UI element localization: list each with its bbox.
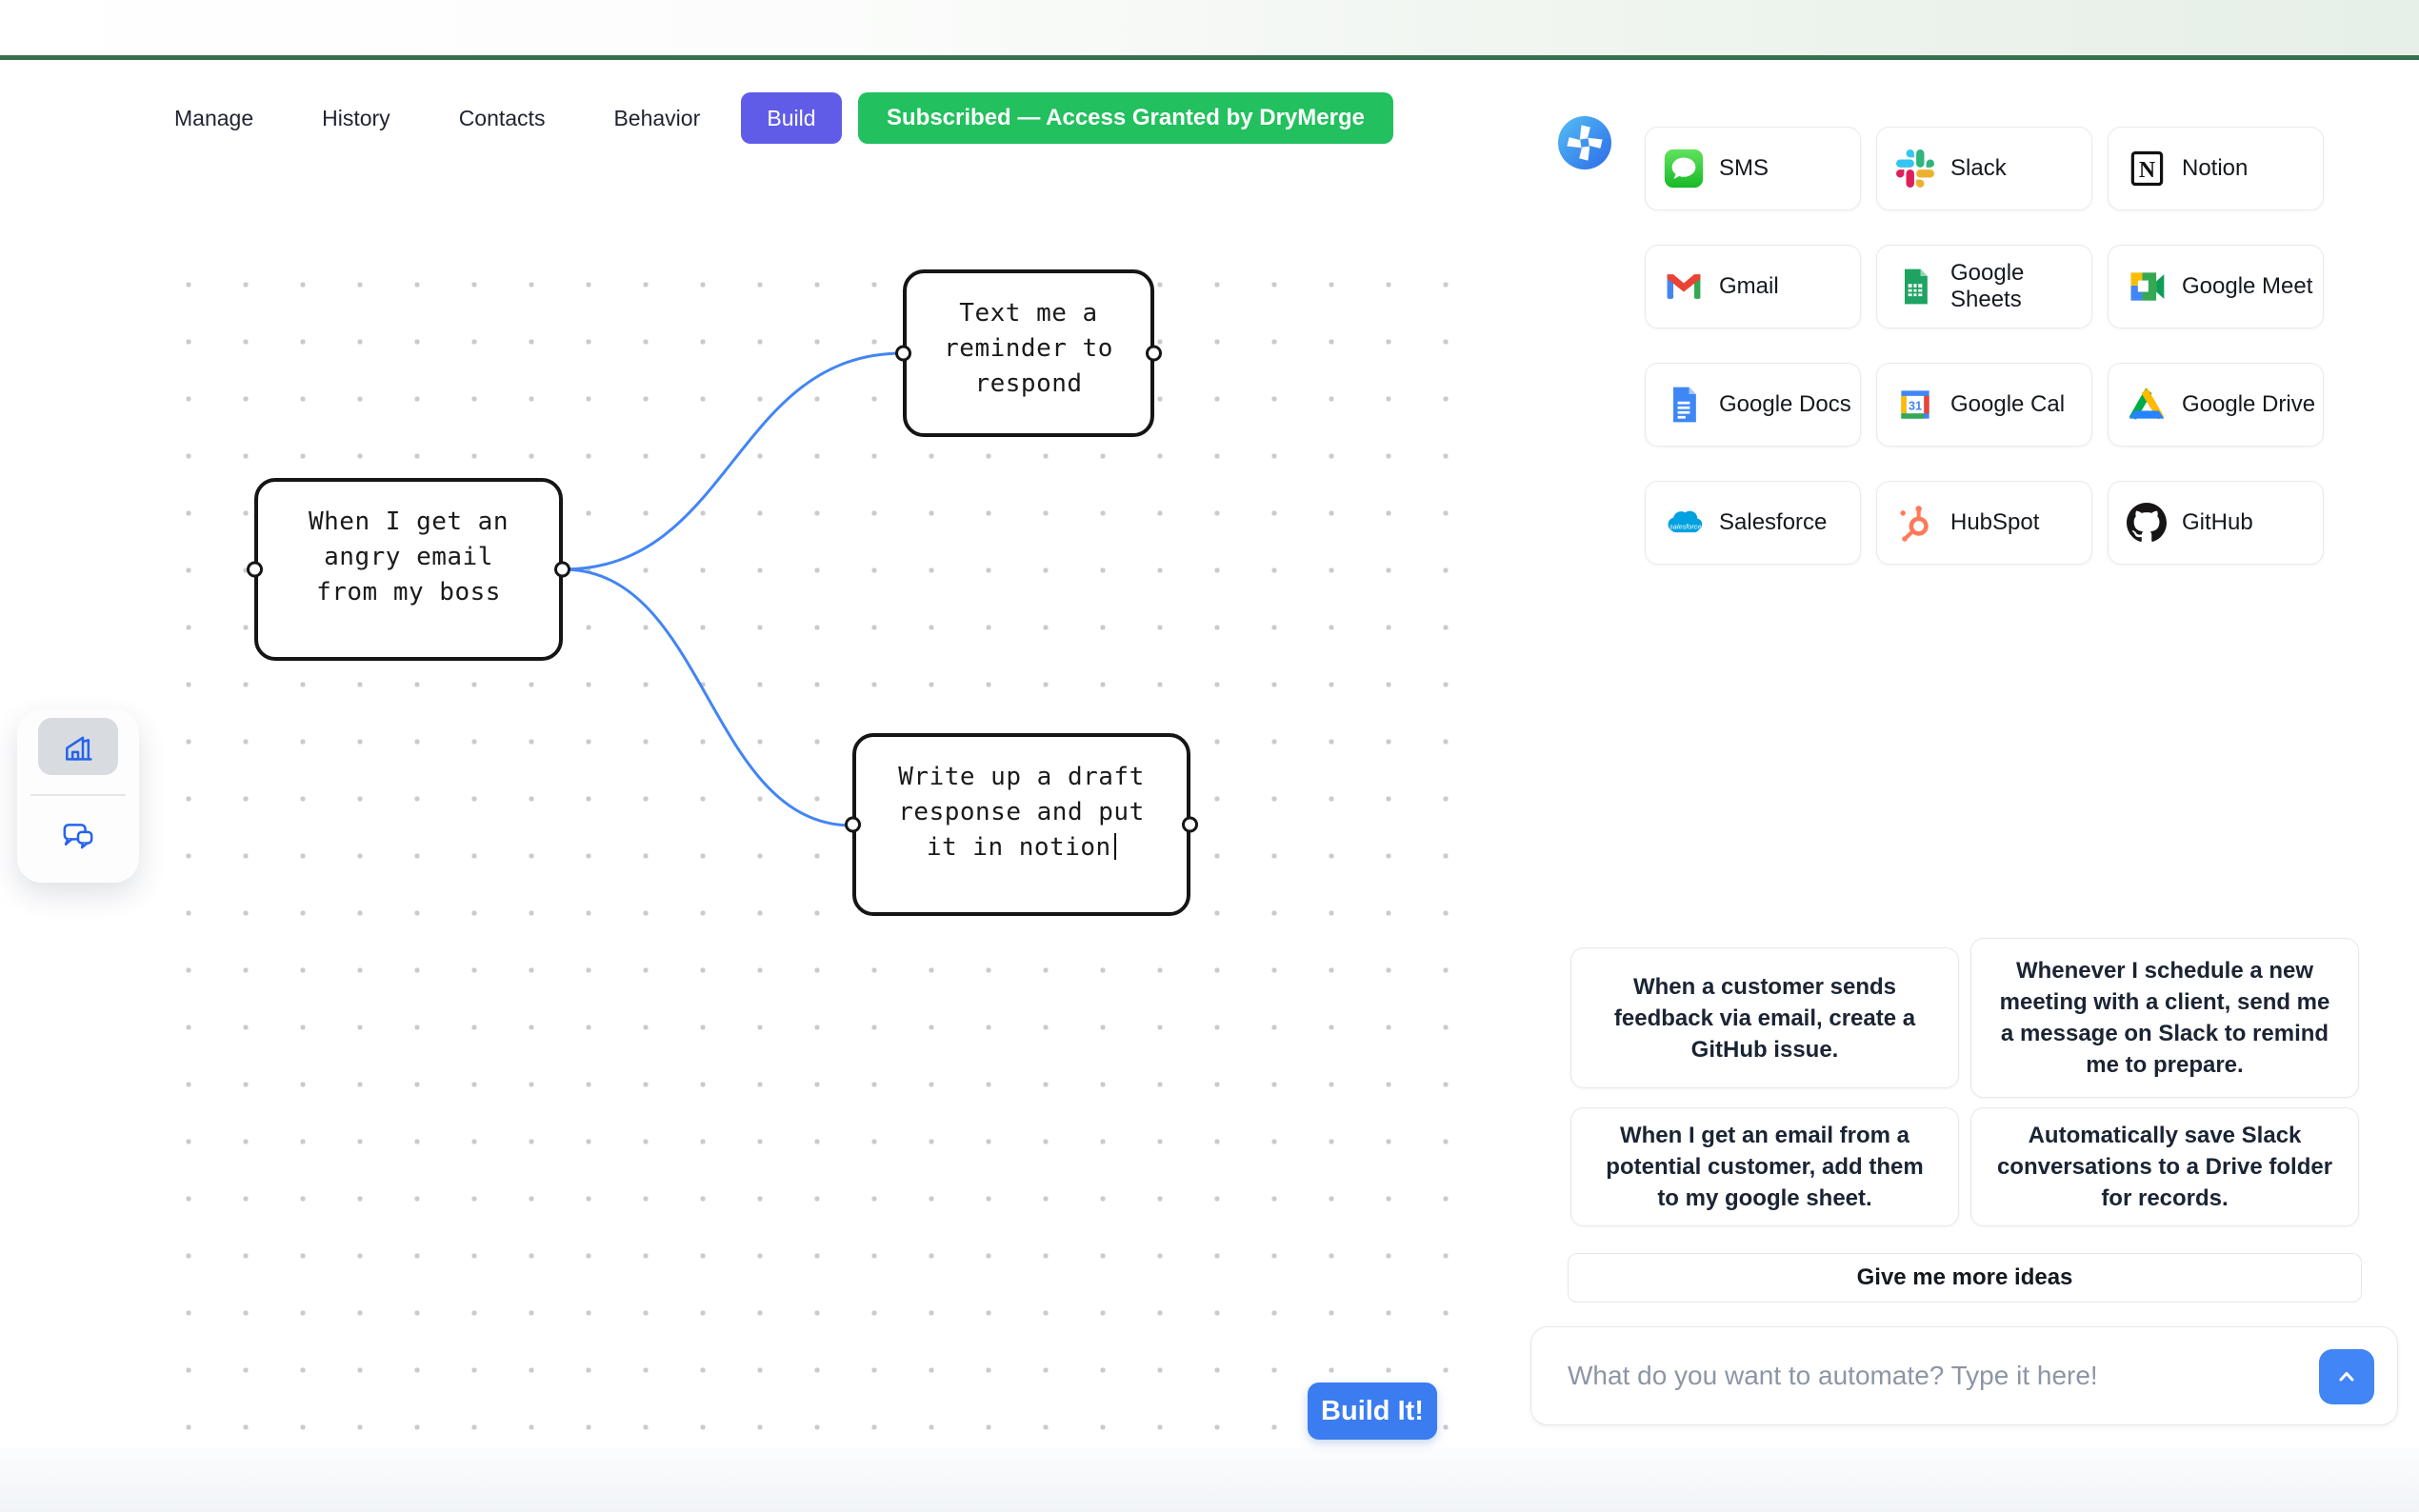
github-icon (2126, 502, 2168, 544)
top-gradient-band (0, 0, 2419, 60)
google-calendar-icon: 31 (1894, 384, 1936, 426)
building-icon (66, 736, 92, 761)
subscription-status-badge: Subscribed — Access Granted by DryMerge (858, 92, 1393, 144)
pinwheel-logo-icon (1558, 116, 1611, 169)
node-handle-right[interactable] (1146, 345, 1162, 362)
header-nav: Manage History Contacts Behavior (174, 92, 700, 144)
google-sheets-icon (1894, 266, 1936, 308)
integration-card-google-meet[interactable]: Google Meet (2108, 245, 2324, 328)
integration-label: Salesforce (1719, 509, 1828, 535)
integration-card-hubspot[interactable]: HubSpot (1876, 481, 2092, 565)
integration-card-google-drive[interactable]: Google Drive (2108, 363, 2324, 447)
svg-text:salesforce: salesforce (1669, 522, 1701, 530)
workflow-canvas[interactable]: When I get an angry email from my boss T… (147, 231, 1458, 1447)
sidebar-workflow-button[interactable] (38, 718, 118, 775)
node-text: angry email (324, 543, 493, 571)
integration-card-slack[interactable]: Slack (1876, 127, 2092, 210)
build-it-button[interactable]: Build It! (1308, 1383, 1437, 1440)
node-handle-right[interactable] (554, 561, 570, 578)
chat-bubbles-icon (63, 824, 93, 849)
suggestion-card[interactable]: Automatically save Slack conversations t… (1970, 1107, 2359, 1226)
tab-history[interactable]: History (322, 105, 390, 130)
svg-text:N: N (2139, 158, 2155, 183)
drymerge-logo (1558, 116, 1611, 169)
integration-card-sms[interactable]: SMS (1645, 127, 1861, 210)
suggestion-card[interactable]: Whenever I schedule a new meeting with a… (1970, 938, 2359, 1098)
workflow-edges (562, 351, 904, 827)
tab-manage[interactable]: Manage (174, 105, 254, 130)
more-ideas-button[interactable]: Give me more ideas (1568, 1253, 2362, 1303)
integration-card-salesforce[interactable]: salesforce Salesforce (1645, 481, 1861, 565)
integration-label: GitHub (2182, 509, 2253, 535)
integration-card-google-docs[interactable]: Google Docs (1645, 363, 1861, 447)
integration-card-github[interactable]: GitHub (2108, 481, 2324, 565)
text-cursor (1113, 833, 1117, 860)
google-meet-icon (2126, 266, 2168, 308)
notion-icon: N (2126, 148, 2168, 189)
node-handle-left[interactable] (845, 816, 861, 833)
integration-card-google-sheets[interactable]: Google Sheets (1876, 245, 2092, 328)
salesforce-icon: salesforce (1663, 502, 1705, 544)
svg-text:31: 31 (1909, 399, 1922, 413)
integration-label: SMS (1719, 155, 1769, 181)
sms-action-node[interactable]: Text me a reminder to respond (895, 269, 1162, 437)
bottom-strip (0, 1447, 2419, 1512)
node-text: reminder to (944, 334, 1113, 363)
node-text: from my boss (316, 578, 501, 607)
google-docs-icon (1663, 384, 1705, 426)
node-text: it in notion (856, 830, 1187, 865)
canvas-sidebar (17, 709, 139, 883)
automation-composer (1530, 1326, 2398, 1425)
sidebar-chat-button[interactable] (38, 806, 118, 866)
sidebar-divider (30, 794, 126, 796)
integration-card-notion[interactable]: N Notion (2108, 127, 2324, 210)
send-button[interactable] (2319, 1349, 2374, 1404)
node-handle-left[interactable] (247, 561, 263, 578)
slack-icon (1894, 148, 1936, 189)
node-handle-right[interactable] (1182, 816, 1198, 833)
integration-card-gmail[interactable]: Gmail (1645, 245, 1861, 328)
integration-label: Google Docs (1719, 391, 1851, 417)
google-drive-icon (2126, 384, 2168, 426)
integration-label: Gmail (1719, 273, 1779, 299)
suggestion-card[interactable]: When a customer sends feedback via email… (1570, 947, 1959, 1088)
integration-label: Google Sheets (1950, 260, 2025, 312)
integration-card-google-calendar[interactable]: 31 Google Cal (1876, 363, 2092, 447)
gmail-icon (1663, 266, 1705, 308)
integration-label: Google Drive (2182, 391, 2316, 417)
sms-icon (1663, 148, 1705, 189)
tab-contacts[interactable]: Contacts (458, 105, 546, 130)
integration-label: Google Meet (2182, 273, 2313, 299)
integration-label: Notion (2182, 155, 2249, 181)
node-text: response and put (898, 798, 1145, 826)
integration-label: Slack (1950, 155, 2007, 181)
tab-behavior[interactable]: Behavior (613, 105, 701, 130)
node-text: respond (974, 369, 1083, 398)
chevron-up-icon (2339, 1372, 2354, 1382)
node-handle-left[interactable] (895, 345, 911, 362)
suggestion-card[interactable]: When I get an email from a potential cus… (1570, 1107, 1959, 1226)
notion-action-node[interactable]: Write up a draft response and put it in … (845, 733, 1198, 916)
automation-input[interactable] (1566, 1360, 2236, 1392)
integration-label: Google Cal (1950, 391, 2066, 417)
trigger-node[interactable]: When I get an angry email from my boss (247, 478, 570, 661)
build-tab-button[interactable]: Build (741, 92, 842, 144)
hubspot-icon (1894, 502, 1936, 544)
integrations-grid: SMS Slack N Notion Gm (1645, 127, 2324, 565)
node-text: When I get an (309, 507, 509, 536)
node-text: Text me a (959, 299, 1098, 328)
node-text: Write up a draft (898, 763, 1145, 791)
integration-label: HubSpot (1950, 509, 2040, 535)
